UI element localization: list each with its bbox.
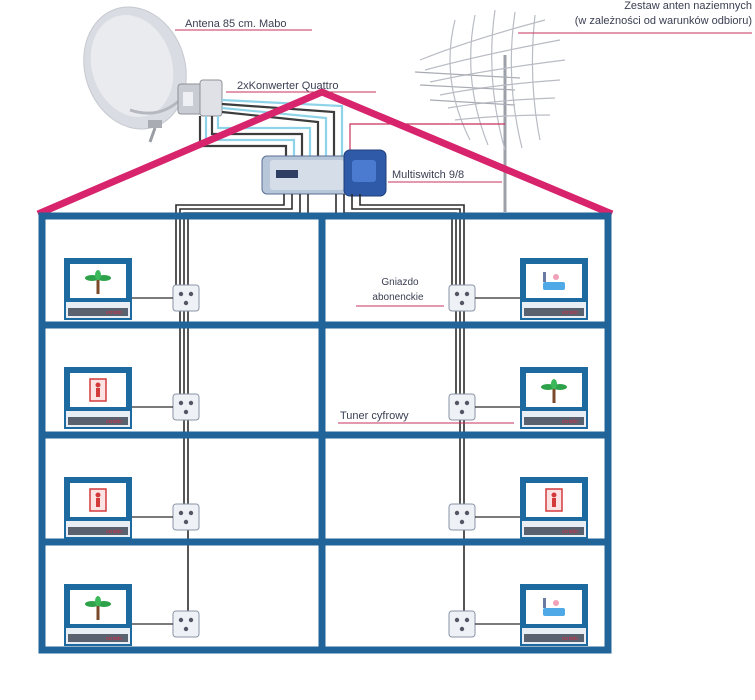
multiswitch-icon — [261, 149, 387, 197]
tuner-box — [524, 527, 584, 535]
person-icon — [89, 378, 107, 402]
tv-set: ocrsido — [64, 258, 200, 320]
palm-icon — [85, 270, 111, 294]
person-icon — [545, 488, 563, 512]
tuner-box — [68, 308, 128, 316]
tuner-brand: ocrsido — [562, 529, 578, 535]
bath-icon — [543, 598, 565, 616]
tv-set: ocrsido — [448, 258, 588, 320]
wall-socket — [448, 393, 476, 421]
tuner-box — [68, 417, 128, 425]
tuner-brand: ocrsido — [562, 636, 578, 642]
tv-set: ocrsido — [64, 367, 200, 429]
terrestrial-label: Zestaw anten naziemnych — [624, 0, 752, 12]
label-leaders — [175, 29, 752, 424]
tuner-brand: ocrsido — [106, 529, 122, 535]
terrestrial-antenna — [414, 9, 566, 212]
wall-socket — [172, 503, 200, 531]
tuner-box — [524, 308, 584, 316]
wall-socket — [172, 393, 200, 421]
wall-socket — [448, 503, 476, 531]
quattro-converter-icon — [177, 79, 223, 117]
tv-layer: ocrsido ocrsido ocrsido ocrsido ocrsido ocrsi… — [64, 258, 588, 646]
converter-label: 2xKonwerter Quattro — [237, 80, 339, 92]
bath-icon — [543, 272, 565, 290]
wall-socket — [448, 610, 476, 638]
tuner-box — [524, 417, 584, 425]
tuner-brand: ocrsido — [106, 419, 122, 425]
tv-set: ocrsido — [64, 584, 200, 646]
terrestrial-label-note: (w zależności od warunków odbioru) — [575, 15, 752, 27]
outlet-label-line2: abonenckie — [372, 292, 424, 303]
tuner-brand: ocrsido — [106, 636, 122, 642]
tuner-box — [68, 634, 128, 642]
satellite-dish-icon — [83, 6, 187, 143]
person-icon — [89, 488, 107, 512]
palm-icon — [85, 596, 111, 620]
tuner-label: Tuner cyfrowy — [340, 410, 409, 422]
dish-label: Antena 85 cm. Mabo — [185, 18, 287, 30]
outlet-label: Gniazdo — [381, 277, 419, 288]
palm-icon — [541, 379, 567, 403]
wall-socket — [172, 284, 200, 312]
tuner-brand: ocrsido — [562, 310, 578, 316]
building — [38, 212, 612, 654]
lnb-cables — [198, 98, 505, 160]
tv-set: ocrsido — [448, 477, 588, 539]
wall-socket — [172, 610, 200, 638]
wall-socket — [448, 284, 476, 312]
tv-set: ocrsido — [448, 584, 588, 646]
tuner-box — [524, 634, 584, 642]
tv-set: ocrsido — [64, 477, 200, 539]
tuner-box — [68, 527, 128, 535]
tuner-brand: ocrsido — [562, 419, 578, 425]
tuner-brand: ocrsido — [106, 310, 122, 316]
tv-set: ocrsido — [448, 367, 588, 429]
multiswitch-label: Multiswitch 9/8 — [392, 169, 464, 181]
